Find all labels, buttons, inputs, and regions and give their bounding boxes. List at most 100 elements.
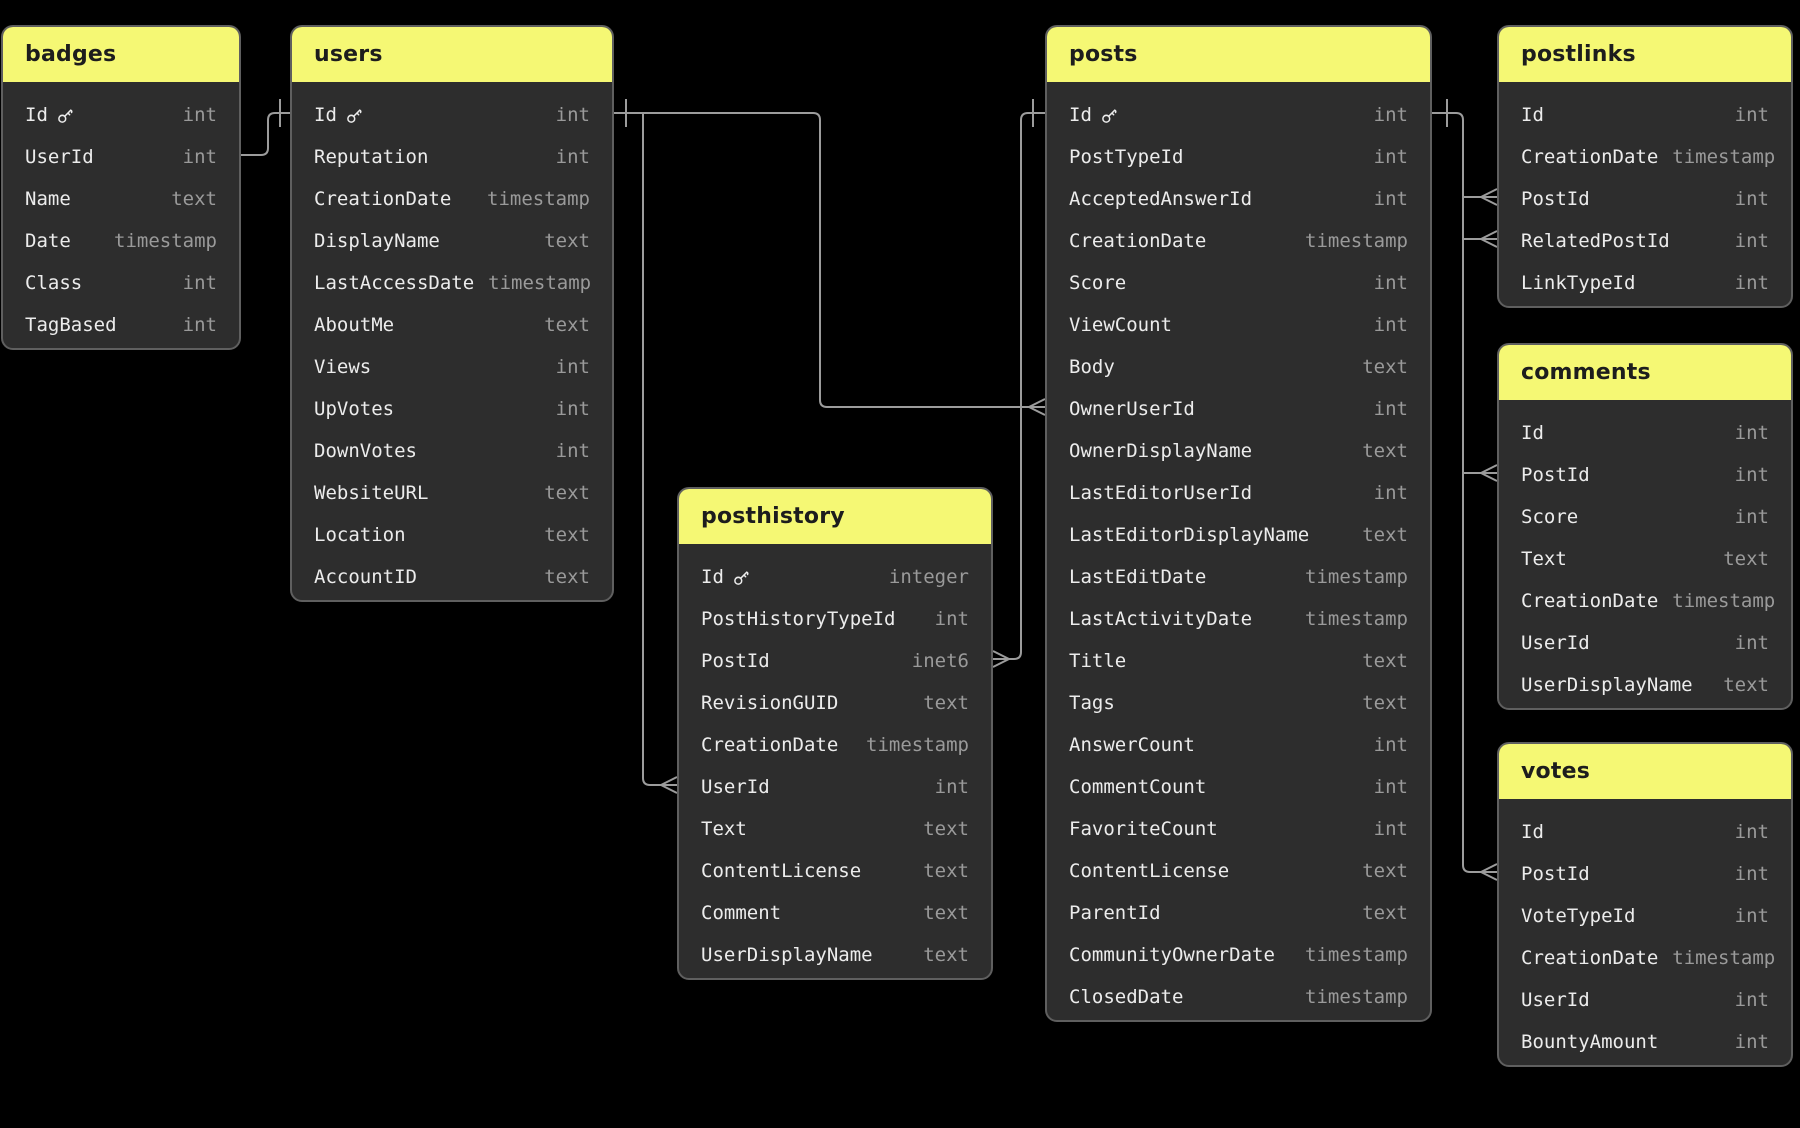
relationship-line-badges-users[interactable] bbox=[241, 112, 290, 156]
table-header[interactable]: posthistory bbox=[679, 489, 991, 544]
field-type: text bbox=[544, 524, 590, 546]
field-type: text bbox=[1362, 440, 1408, 462]
field-type: int bbox=[1373, 482, 1408, 504]
field-type: text bbox=[1362, 356, 1408, 378]
table-header[interactable]: postlinks bbox=[1499, 27, 1791, 82]
table-header[interactable]: comments bbox=[1499, 345, 1791, 400]
relationship-line-users-posthistory[interactable] bbox=[642, 113, 661, 786]
table-header[interactable]: users bbox=[292, 27, 612, 82]
relationship-line-users-posts[interactable] bbox=[614, 112, 1029, 408]
relationship-line-posts-posthistory[interactable] bbox=[1009, 112, 1045, 660]
field-type: text bbox=[1362, 860, 1408, 882]
field-name: LastAccessDate bbox=[314, 272, 475, 294]
field-type: int bbox=[1373, 734, 1408, 756]
field-type: timestamp bbox=[1672, 146, 1776, 168]
field-type: text bbox=[1362, 650, 1408, 672]
table-header[interactable]: badges bbox=[3, 27, 239, 82]
field-name: RevisionGUID bbox=[701, 692, 839, 714]
relationship-line-posts-right-trunk[interactable] bbox=[1432, 112, 1481, 873]
table-header[interactable]: votes bbox=[1499, 744, 1791, 799]
field-name: UserId bbox=[1521, 989, 1590, 1011]
table-header[interactable]: posts bbox=[1047, 27, 1430, 82]
field-name: AccountID bbox=[314, 566, 417, 588]
